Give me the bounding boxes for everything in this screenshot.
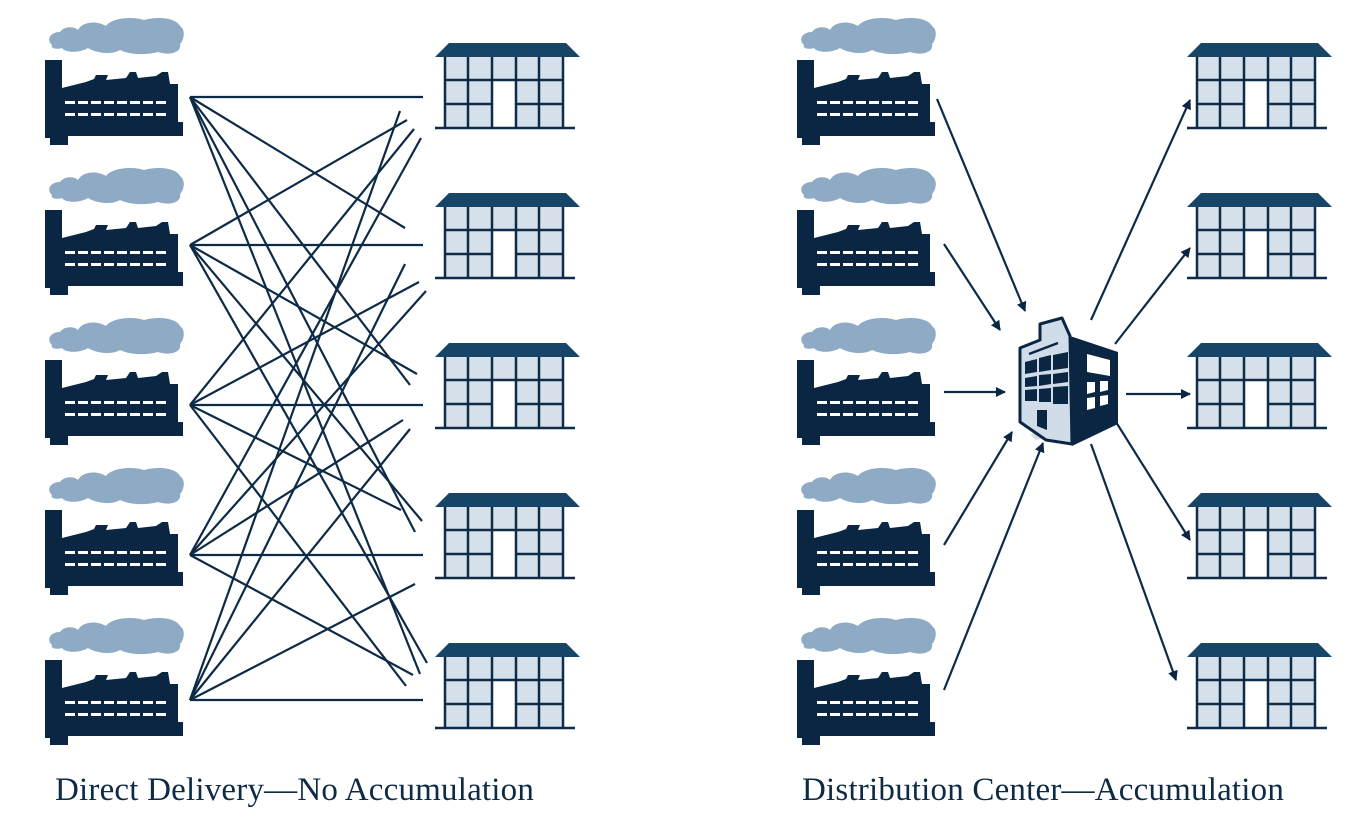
factory-4	[45, 468, 184, 595]
store-4	[433, 491, 582, 580]
right-stores	[1185, 41, 1334, 730]
route-line	[189, 419, 404, 556]
factory-1	[797, 18, 936, 145]
factory-4	[797, 468, 936, 595]
route-line	[189, 290, 427, 556]
route-line	[189, 96, 411, 386]
store-2	[433, 191, 582, 280]
route-line	[189, 281, 420, 406]
route-line	[189, 263, 406, 701]
store-5	[1185, 641, 1334, 730]
factory-2	[45, 168, 184, 295]
route-arrow	[1089, 99, 1192, 321]
route-line	[189, 96, 416, 533]
direct-route-lines	[188, 95, 428, 702]
store-4	[1185, 491, 1334, 580]
route-line	[189, 428, 411, 701]
route-arrow	[935, 98, 1027, 312]
route-line	[189, 128, 415, 406]
route-line	[188, 110, 402, 701]
factory-5	[797, 618, 936, 745]
route-arrow	[942, 442, 1045, 691]
store-3	[1185, 341, 1334, 430]
store-1	[433, 41, 582, 130]
route-arrow	[943, 431, 1013, 546]
factory-2	[797, 168, 936, 295]
store-3	[433, 341, 582, 430]
route-line	[189, 244, 418, 375]
route-arrow	[943, 243, 1001, 331]
route-line	[189, 583, 416, 701]
route-arrow	[1115, 421, 1191, 541]
left-stores	[433, 41, 582, 730]
right-factories	[797, 18, 936, 745]
route-line	[188, 96, 422, 675]
route-line	[189, 244, 428, 664]
route-arrow	[1114, 247, 1191, 345]
distribution-center-icon	[1018, 316, 1118, 446]
route-line	[189, 244, 423, 522]
store-5	[433, 641, 582, 730]
store-1	[1185, 41, 1334, 130]
route-line	[189, 404, 402, 511]
distribution-center-caption: Distribution Center—Accumulation	[802, 772, 1285, 808]
direct-delivery-panel	[45, 18, 582, 745]
route-line	[189, 137, 422, 556]
direct-delivery-caption: Direct Delivery—No Accumulation	[55, 772, 535, 808]
route-line	[189, 119, 408, 246]
distribution-route-arrows	[935, 98, 1192, 691]
route-line	[189, 96, 406, 229]
factory-1	[45, 18, 184, 145]
route-line	[189, 554, 414, 676]
factory-3	[45, 318, 184, 445]
distribution-center-panel	[797, 18, 1334, 745]
store-2	[1185, 191, 1334, 280]
route-arrow	[1089, 443, 1178, 681]
factory-5	[45, 618, 184, 745]
factory-3	[797, 318, 936, 445]
left-factories	[45, 18, 184, 745]
route-line	[189, 404, 407, 687]
